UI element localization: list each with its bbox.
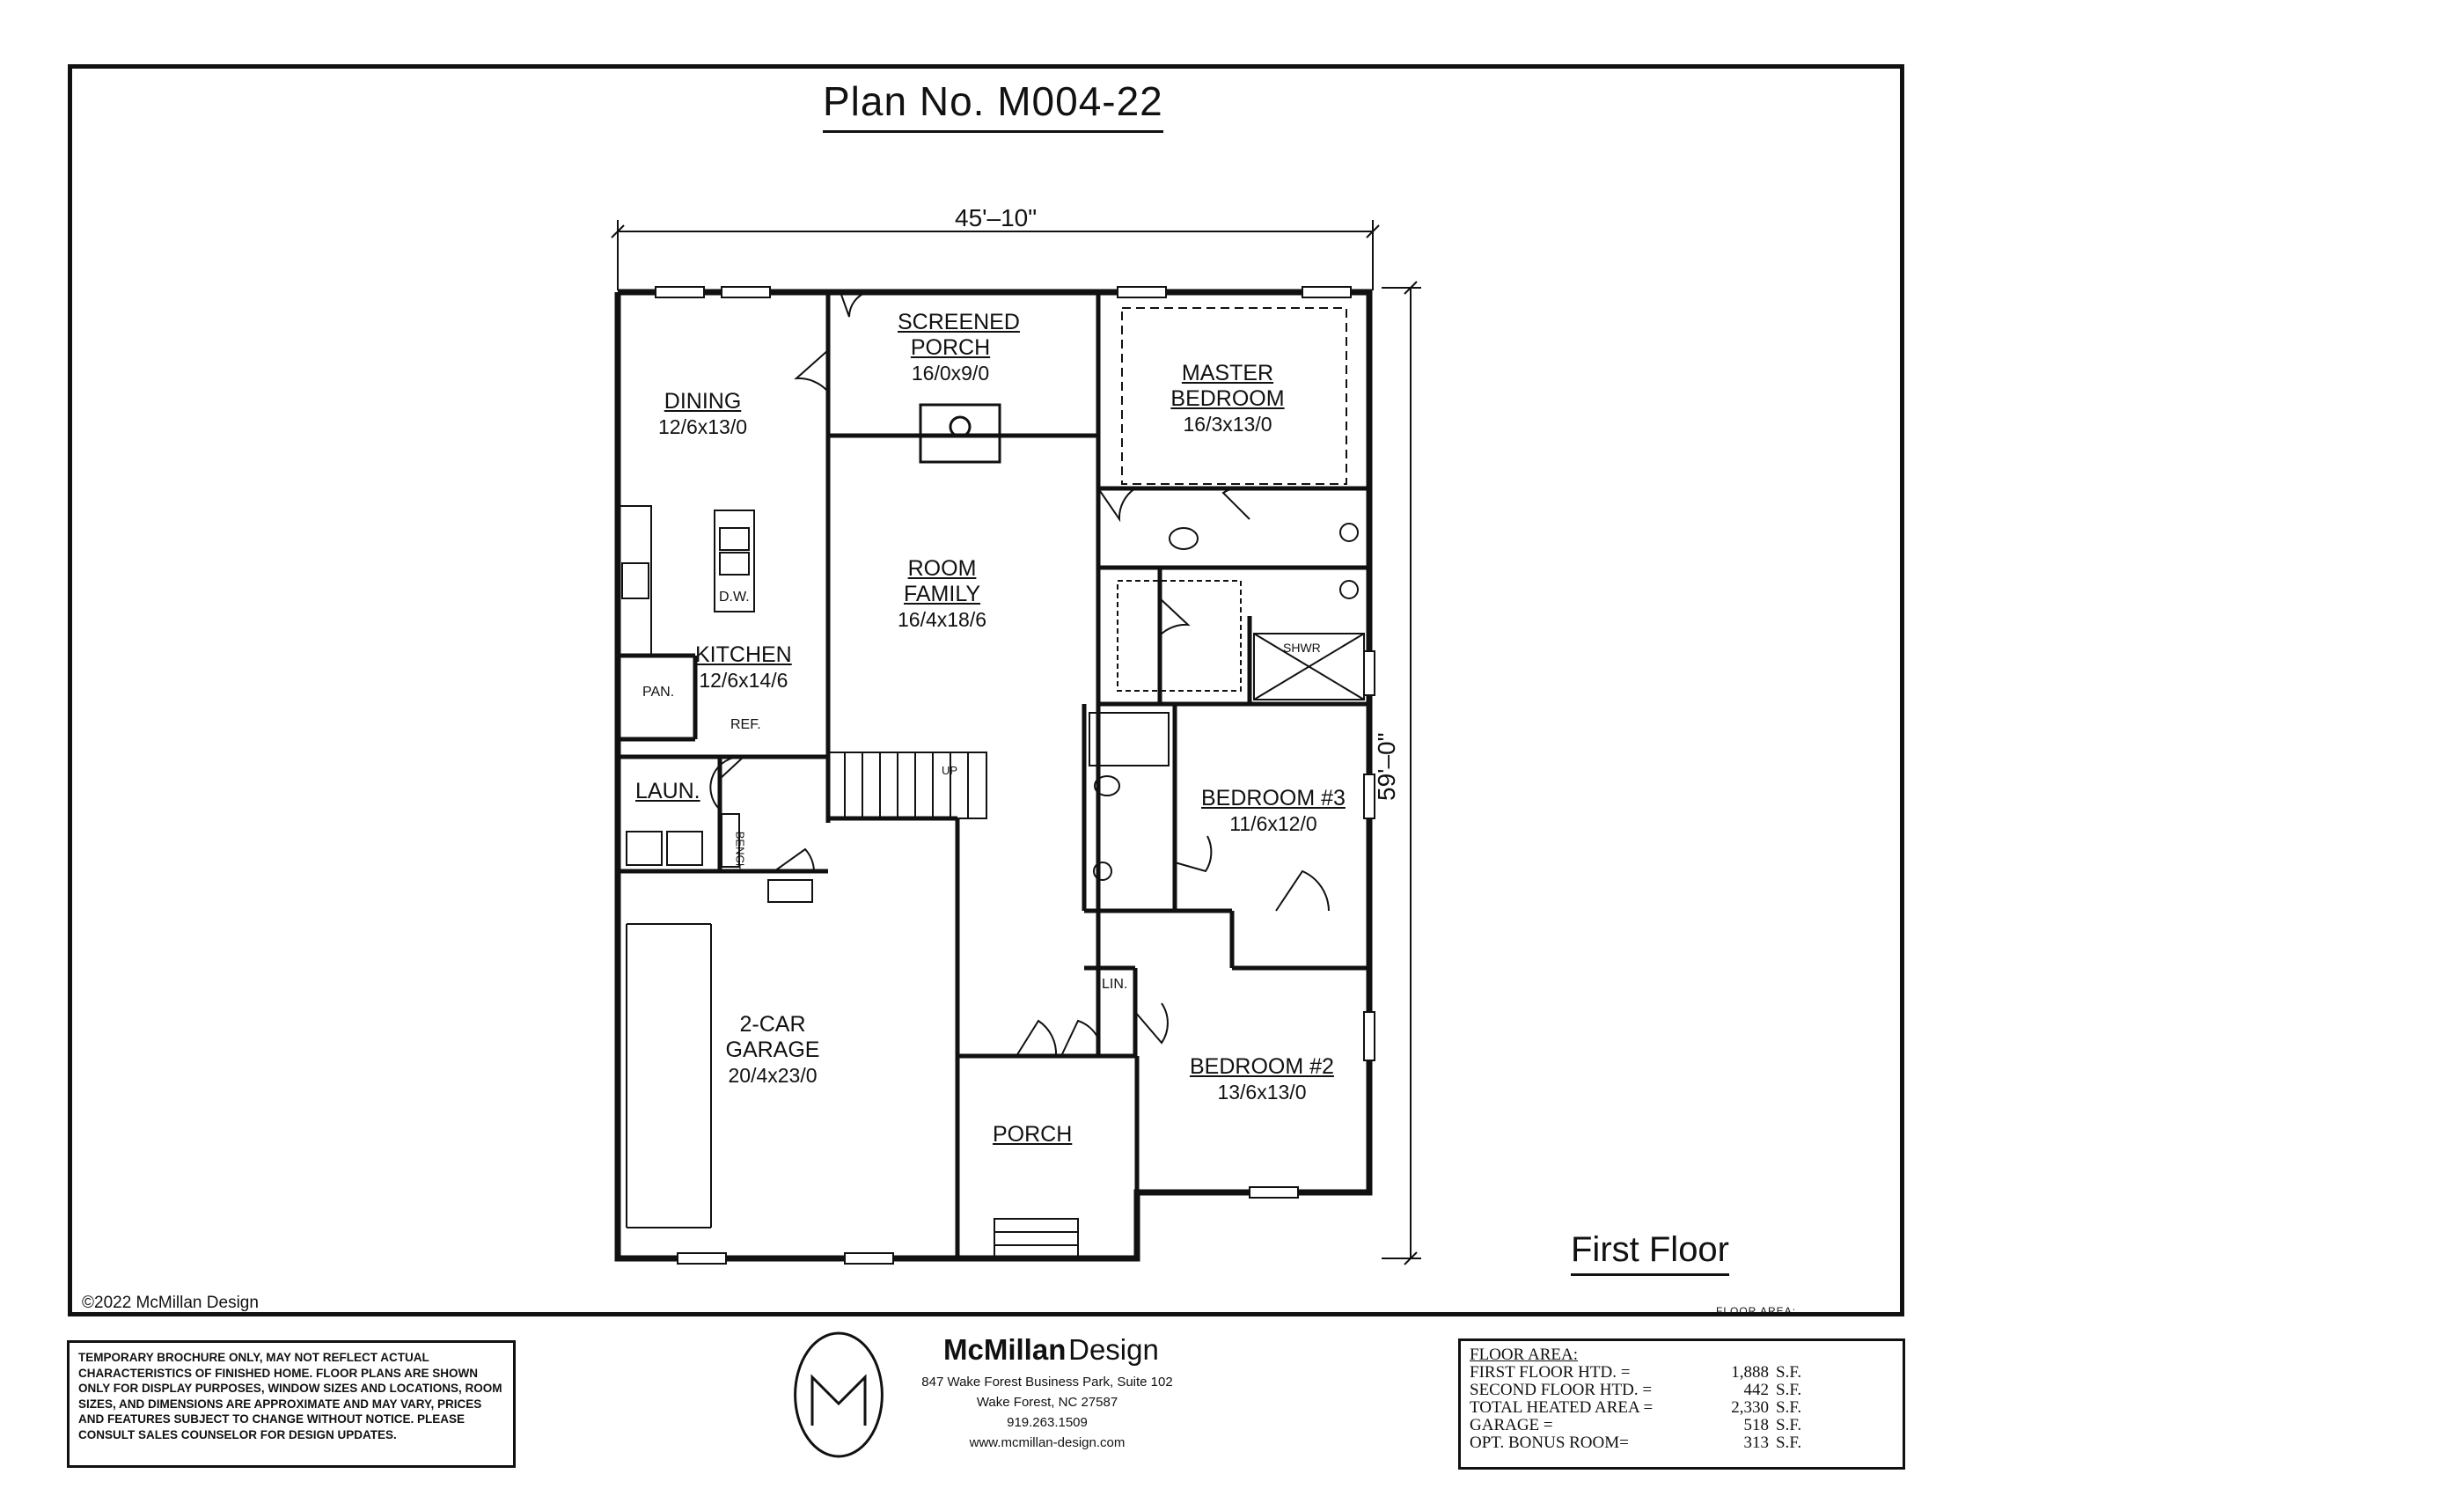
table-row: FIRST FLOOR HTD. = 1,888 S.F. <box>1470 1364 1894 1382</box>
room-name: BEDROOM #3 <box>1201 786 1346 810</box>
door-swings <box>709 291 1330 1057</box>
laundry-appliances <box>626 813 740 868</box>
area-unit: S.F. <box>1776 1398 1802 1417</box>
room-bedroom-2: BEDROOM #2 13/6x13/0 <box>1190 1054 1334 1105</box>
garage-door <box>626 923 712 1228</box>
kitchen-island <box>714 510 755 612</box>
room-garage: 2-CAR GARAGE 20/4x23/0 <box>720 1012 825 1089</box>
area-unit: S.F. <box>1776 1363 1802 1382</box>
area-value: 442 <box>1743 1381 1770 1399</box>
room-porch: PORCH <box>993 1122 1072 1148</box>
room-laundry: LAUN. <box>635 779 700 804</box>
staircase <box>827 752 987 819</box>
brand-name-light: Design <box>1068 1333 1159 1366</box>
area-unit: S.F. <box>1776 1434 1802 1452</box>
table-row: GARAGE = 518 S.F. <box>1470 1417 1894 1434</box>
room-bedroom-3: BEDROOM #3 11/6x12/0 <box>1201 786 1346 837</box>
disclaimer-text: Temporary brochure only, may not reflect… <box>78 1351 502 1441</box>
area-unit: S.F. <box>1776 1416 1802 1434</box>
area-value: 2,330 <box>1731 1398 1769 1417</box>
room-name: ROOM FAMILY <box>903 556 981 606</box>
table-row: SECOND FLOOR HTD. = 442 S.F. <box>1470 1382 1894 1399</box>
room-name: MASTER BEDROOM <box>1170 361 1285 411</box>
area-value: 1,888 <box>1731 1363 1769 1382</box>
windows <box>655 286 1375 1265</box>
brand-name: McMillan Design <box>943 1333 1159 1367</box>
floor-area-table: FLOOR AREA: FIRST FLOOR HTD. = 1,888 S.F… <box>1458 1338 1905 1470</box>
porch-steps <box>767 879 1079 1259</box>
stair-up-label: UP <box>942 764 958 777</box>
room-size: 12/6x13/0 <box>658 415 748 438</box>
room-size: 11/6x12/0 <box>1229 812 1317 835</box>
linen-label: LIN. <box>1102 977 1128 992</box>
floor-area-caption: FLOOR AREA: <box>1716 1305 1797 1317</box>
plan-title: Plan No. M004-22 <box>823 77 1163 133</box>
hall-bath-fixtures <box>1089 712 1170 881</box>
dishwasher-label: D.W. <box>719 590 750 605</box>
mcmillan-logo-icon <box>794 1331 884 1458</box>
room-name: 2-CAR GARAGE <box>725 1012 820 1062</box>
room-name: BEDROOM #2 <box>1190 1054 1334 1079</box>
brand-address-line-1: 847 Wake Forest Business Park, Suite 102 <box>921 1375 1173 1390</box>
room-name: KITCHEN <box>695 642 792 667</box>
room-kitchen: KITCHEN 12/6x14/6 <box>695 642 792 693</box>
area-label: GARAGE = <box>1470 1416 1553 1434</box>
drawing-frame <box>68 64 1904 1316</box>
room-size: 12/6x14/6 <box>699 669 788 692</box>
room-size: 13/6x13/0 <box>1217 1081 1307 1104</box>
area-unit: S.F. <box>1776 1381 1802 1399</box>
area-label: SECOND FLOOR HTD. = <box>1470 1381 1653 1399</box>
room-name: DINING <box>664 389 742 414</box>
table-row: OPT. BONUS ROOM= 313 S.F. <box>1470 1434 1894 1452</box>
width-dimension: 45'–10" <box>955 204 1038 231</box>
room-master-bedroom: MASTER BEDROOM 16/3x13/0 <box>1170 361 1285 437</box>
disclaimer-box: Temporary brochure only, may not reflect… <box>67 1340 516 1468</box>
copyright: ©2022 McMillan Design <box>82 1294 259 1312</box>
room-size: 16/3x13/0 <box>1183 413 1272 436</box>
room-size: 16/4x18/6 <box>898 608 987 631</box>
depth-dimension-line <box>1382 281 1421 1265</box>
brand-name-bold: McMillan <box>943 1333 1067 1366</box>
room-screened-porch: SCREENED PORCH 16/0x9/0 <box>898 310 1020 386</box>
shower-label: SHWR <box>1283 641 1321 655</box>
floor-title: First Floor <box>1571 1230 1729 1276</box>
master-bath-fixtures <box>1117 523 1365 700</box>
brand-phone: 919.263.1509 <box>1007 1415 1088 1430</box>
kitchen-counter <box>620 505 652 656</box>
depth-dimension: 59'–0" <box>1373 732 1400 801</box>
fireplace <box>919 403 1001 464</box>
width-dimension-line <box>611 220 1380 290</box>
room-dining: DINING 12/6x13/0 <box>658 389 747 440</box>
bench-label: BENCH <box>733 831 747 872</box>
tray-ceiling <box>1121 307 1347 485</box>
brand-website: www.mcmillan-design.com <box>969 1435 1126 1450</box>
area-value: 313 <box>1743 1434 1770 1452</box>
refrigerator-label: REF. <box>730 717 761 732</box>
area-label: FIRST FLOOR HTD. = <box>1470 1363 1631 1382</box>
brand-address-line-2: Wake Forest, NC 27587 <box>976 1395 1118 1410</box>
area-label: TOTAL HEATED AREA = <box>1470 1398 1654 1417</box>
room-size: 20/4x23/0 <box>728 1064 818 1087</box>
pantry-label: PAN. <box>642 685 675 700</box>
area-label: OPT. BONUS ROOM= <box>1470 1434 1629 1452</box>
area-value: 518 <box>1743 1416 1770 1434</box>
room-size: 16/0x9/0 <box>911 362 990 385</box>
floor-area-heading: FLOOR AREA: <box>1470 1346 1578 1364</box>
table-row: TOTAL HEATED AREA = 2,330 S.F. <box>1470 1399 1894 1417</box>
room-name: PORCH <box>993 1122 1073 1147</box>
room-name: SCREENED PORCH <box>898 310 1020 360</box>
room-family: ROOM FAMILY 16/4x18/6 <box>898 556 986 633</box>
room-name: LAUN. <box>635 779 700 803</box>
